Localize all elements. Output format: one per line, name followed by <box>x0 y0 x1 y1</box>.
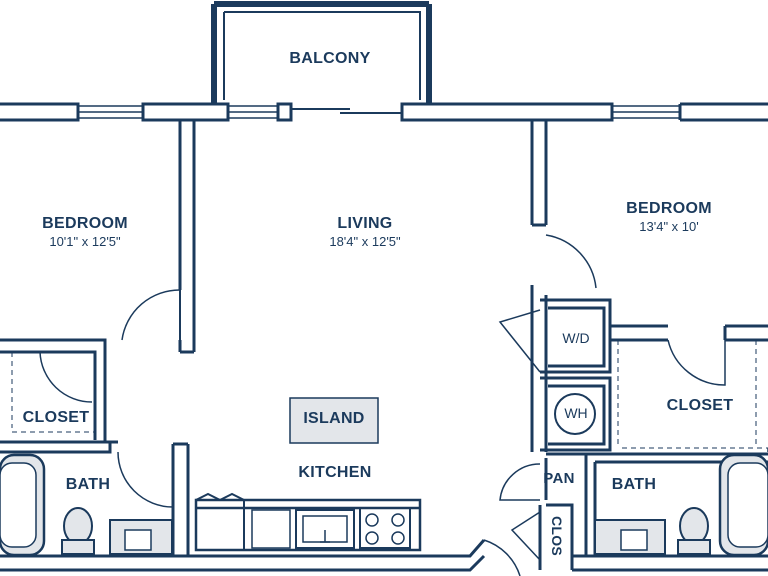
closet-right-label: CLOSET <box>666 397 734 414</box>
sink-faucet <box>320 530 330 543</box>
closet-left-label: CLOSET <box>22 409 90 426</box>
bedroom-right-south-wall <box>608 324 768 372</box>
bedroom-right-label: BEDROOM <box>626 200 712 217</box>
balcony-inner-wall <box>223 11 421 100</box>
exterior-bottom-wall-right <box>572 554 768 572</box>
entry-door-swing <box>483 539 521 576</box>
wh-label: WH <box>564 405 588 421</box>
door-swing-closet-left <box>39 351 93 403</box>
vanity-left-sink <box>124 529 152 551</box>
exterior-top-wall-far-right <box>678 102 768 122</box>
kitchen-island <box>289 397 379 444</box>
bath-right-north-wall <box>584 452 768 556</box>
burner-3 <box>365 531 379 545</box>
bathtub-left-inner <box>0 462 37 548</box>
kitchen-sink <box>295 509 355 549</box>
exterior-top-wall-left <box>0 102 80 122</box>
bedroom-living-wall <box>178 120 196 354</box>
living-bedroom-right-wall <box>530 120 548 227</box>
burner-4 <box>391 531 405 545</box>
balcony-wall <box>211 1 432 103</box>
window-left <box>78 105 143 119</box>
kitchen-label: KITCHEN <box>298 464 372 481</box>
door-swing-left-bedroom <box>121 289 181 341</box>
wd-label: W/D <box>562 330 590 346</box>
bedroom-left-south-wall <box>0 338 107 442</box>
dishwasher <box>251 509 291 549</box>
toilet-right-tank <box>677 539 711 555</box>
burner-2 <box>391 513 405 527</box>
door-swing-pan <box>499 463 541 501</box>
door-swing-clos <box>510 511 541 561</box>
pan-label: PAN <box>543 470 575 487</box>
wh-closet <box>540 376 612 452</box>
window-mid <box>228 105 278 119</box>
exterior-top-wall-right <box>400 102 614 122</box>
closet-left-dashed <box>11 352 95 433</box>
bedroom-left-label: BEDROOM <box>42 215 128 232</box>
closet-right-dashed <box>617 340 768 449</box>
vanity-right-sink <box>620 529 648 551</box>
bathtub-right-inner <box>727 462 768 548</box>
sliding-door <box>291 108 402 114</box>
bedroom-left-dims: 10'1" x 12'5" <box>49 234 121 249</box>
bath-left-north-wall <box>0 440 118 454</box>
toilet-left-bowl <box>63 507 93 545</box>
island-label: ISLAND <box>303 410 365 427</box>
cooktop <box>359 507 411 549</box>
bedroom-right-dims: 13'4" x 10' <box>639 219 699 234</box>
door-swing-closet-right <box>667 339 726 386</box>
burner-1 <box>365 513 379 527</box>
bath-left-east-wall <box>171 442 190 556</box>
exterior-top-wall-mid <box>141 102 230 122</box>
wall-post <box>276 102 293 122</box>
door-wd <box>498 309 541 373</box>
balcony-label: BALCONY <box>289 50 371 67</box>
exterior-bottom-wall-left <box>0 539 486 572</box>
living-dims: 18'4" x 12'5" <box>329 234 401 249</box>
living-label: LIVING <box>337 215 393 232</box>
toilet-left-tank <box>61 539 95 555</box>
door-swing-right-bedroom <box>545 234 597 289</box>
window-right <box>612 105 680 119</box>
bath-right-label: BATH <box>611 476 657 493</box>
water-heater-circle <box>554 393 596 435</box>
kitchen-fridge <box>195 492 245 551</box>
bath-left-label: BATH <box>65 476 111 493</box>
door-swing-bath-left <box>117 451 174 508</box>
toilet-right-bowl <box>679 507 709 545</box>
clos-label: CLOS <box>549 515 565 557</box>
